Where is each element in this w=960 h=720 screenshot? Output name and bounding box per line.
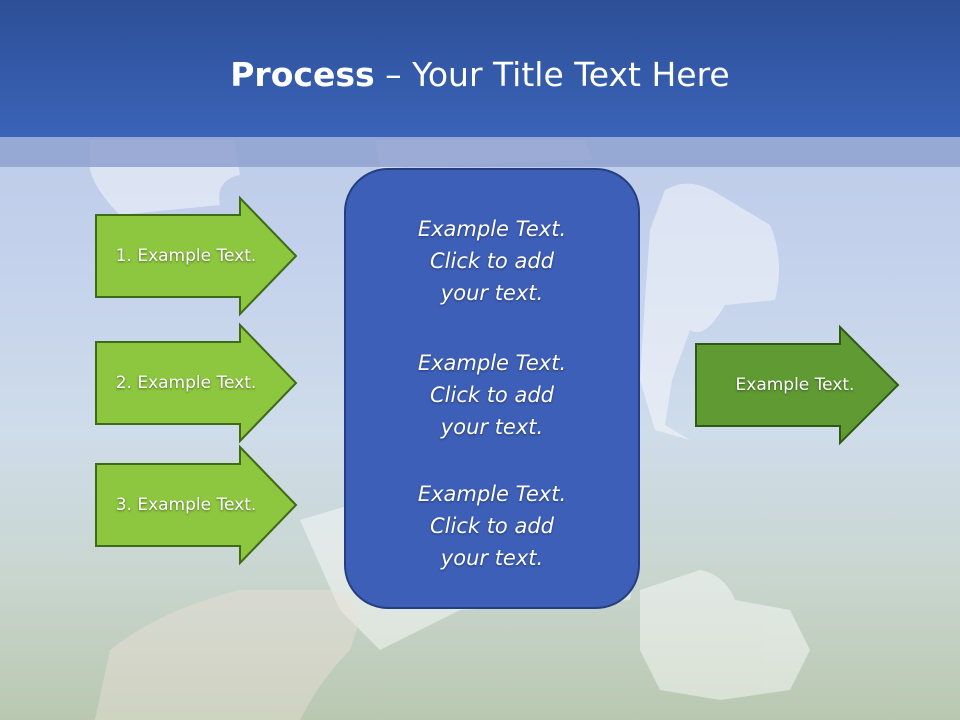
center-text-block-2[interactable]: Example Text. Click to add your text. [344, 347, 640, 443]
right-arrow[interactable] [695, 324, 900, 446]
center-text-block-1[interactable]: Example Text. Click to add your text. [344, 213, 640, 309]
right-arrow-label: Example Text. [735, 375, 855, 395]
center-text-line: your text. [440, 281, 544, 305]
left-arrow-2[interactable] [95, 322, 298, 444]
center-text-line: Example Text. [417, 217, 567, 241]
center-text-line: your text. [440, 415, 544, 439]
slide-title-bold: Process [230, 55, 375, 94]
center-text-block-3[interactable]: Example Text. Click to add your text. [344, 478, 640, 574]
title-bar [0, 0, 960, 137]
puzzle-piece-right [640, 183, 779, 441]
left-arrow-1-label: 1. Example Text. [115, 246, 257, 266]
center-text-line: Click to add [429, 514, 554, 538]
center-text-line: Example Text. [417, 482, 567, 506]
center-process-box[interactable] [344, 168, 640, 609]
left-arrow-3[interactable] [95, 444, 298, 566]
left-arrow-2-label: 2. Example Text. [115, 373, 257, 393]
center-text-line: Example Text. [417, 351, 567, 375]
puzzle-piece-bottom-right [640, 570, 810, 700]
center-text-line: Click to add [429, 383, 554, 407]
slide-title-rest: – Your Title Text Here [374, 55, 730, 94]
left-arrow-1[interactable] [95, 195, 298, 317]
hand-shape [95, 590, 360, 720]
center-text-line: Click to add [429, 249, 554, 273]
left-arrow-3-label: 3. Example Text. [115, 495, 257, 515]
center-text-line: your text. [440, 546, 544, 570]
title-band [0, 137, 960, 167]
slide-title[interactable]: Process – Your Title Text Here [0, 54, 960, 96]
